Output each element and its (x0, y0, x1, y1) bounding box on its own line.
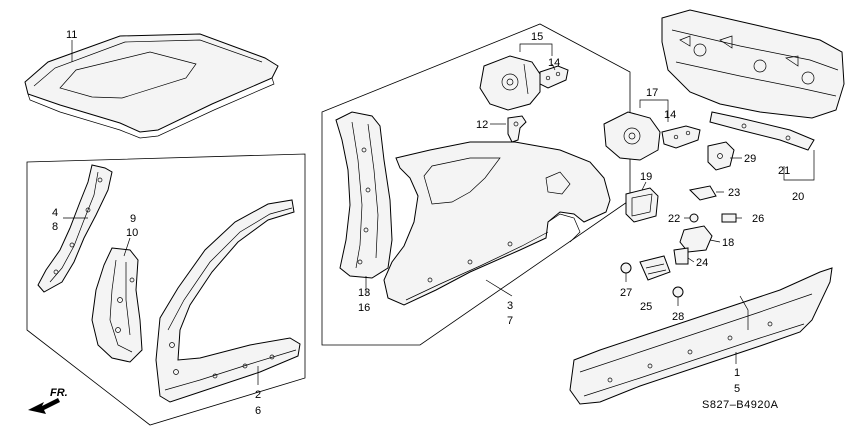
roof-panel[interactable] (24, 33, 279, 139)
callout-21[interactable]: 21 (778, 165, 790, 177)
callout-18[interactable]: 18 (722, 237, 734, 249)
callout-16[interactable]: 16 (358, 302, 370, 314)
callout-15[interactable]: 15 (531, 31, 543, 43)
callout-17[interactable]: 17 (646, 87, 658, 99)
side-sill-panel[interactable] (569, 267, 833, 405)
callout-labels: 11 4 8 9 10 2 6 15 14 12 17 14 19 13 16 … (52, 29, 804, 417)
center-pillar-inner[interactable] (335, 111, 393, 279)
callout-26[interactable]: 26 (752, 213, 764, 225)
pillar-reinforcement[interactable] (91, 247, 143, 363)
upper-bracket-plate[interactable] (539, 65, 569, 89)
callout-27[interactable]: 27 (620, 287, 632, 299)
callout-25[interactable]: 25 (640, 301, 652, 313)
catalog-code: S827–B4920A (702, 399, 779, 411)
callout-7[interactable]: 7 (507, 315, 513, 327)
callout-10[interactable]: 10 (126, 227, 138, 239)
nut-22[interactable] (689, 213, 699, 223)
callout-13[interactable]: 13 (358, 287, 370, 299)
bracket-29[interactable] (707, 141, 735, 171)
screw-28[interactable] (672, 286, 684, 306)
callout-11[interactable]: 11 (66, 29, 77, 41)
callout-2[interactable]: 2 (255, 389, 261, 401)
callout-19[interactable]: 19 (640, 171, 652, 183)
callout-14b[interactable]: 14 (664, 109, 676, 121)
callout-9[interactable]: 9 (130, 213, 136, 225)
callout-22[interactable]: 22 (668, 213, 680, 225)
fuel-lid-18[interactable] (679, 225, 713, 253)
callout-23[interactable]: 23 (728, 187, 740, 199)
callout-5[interactable]: 5 (734, 383, 740, 395)
callout-6[interactable]: 6 (255, 405, 261, 417)
rear-quarter-panel[interactable] (383, 141, 611, 306)
callout-20[interactable]: 20 (792, 191, 804, 203)
callout-29[interactable]: 29 (744, 153, 756, 165)
callout-8[interactable]: 8 (52, 221, 58, 233)
front-direction-arrow (28, 398, 60, 414)
clip-24[interactable] (673, 247, 689, 265)
upper-bracket-assembly[interactable] (479, 55, 541, 111)
lower-bracket-assembly[interactable] (603, 111, 661, 161)
callout-12[interactable]: 12 (476, 119, 488, 131)
bolt-26[interactable] (721, 213, 742, 223)
fuel-lid-housing[interactable] (625, 187, 659, 223)
front-pillar-outer[interactable] (155, 199, 301, 403)
lower-bracket-plate[interactable] (661, 125, 701, 149)
small-bracket[interactable] (507, 115, 527, 143)
callout-1[interactable]: 1 (734, 367, 740, 379)
front-arrow-label: FR. (50, 387, 68, 399)
pillar-inner-upper[interactable] (37, 164, 113, 293)
group-box-front-pillar (26, 153, 306, 426)
callout-14a[interactable]: 14 (548, 57, 560, 69)
clip-23[interactable] (688, 185, 717, 201)
clip-27[interactable] (620, 262, 632, 282)
callout-3[interactable]: 3 (507, 300, 513, 312)
grommet-25[interactable] (639, 255, 671, 281)
callout-4[interactable]: 4 (52, 207, 58, 219)
rear-panel[interactable] (661, 9, 845, 119)
rear-panel-lower-member[interactable] (709, 111, 815, 151)
callout-28[interactable]: 28 (672, 311, 684, 323)
callout-24[interactable]: 24 (696, 257, 708, 269)
